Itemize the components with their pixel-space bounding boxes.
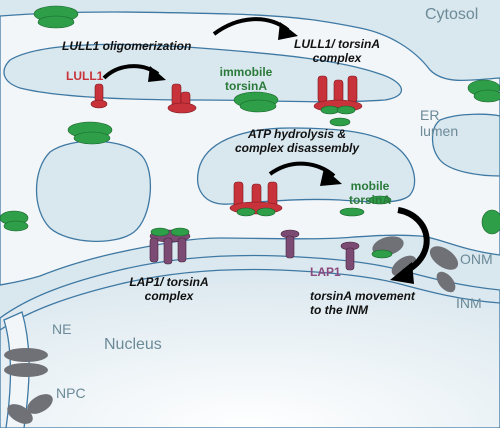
lull1-monomer — [90, 83, 108, 109]
arrow-disassembly — [268, 161, 342, 186]
mobile-torsina — [339, 195, 393, 259]
cytosol-island-top — [3, 43, 403, 103]
lull1-oligomer — [167, 83, 197, 114]
arrow-complex-formation — [212, 17, 298, 40]
er-lumen-label-line2: lumen — [420, 123, 459, 139]
torsina-movement-label-line1: torsinA movement — [310, 289, 415, 303]
lap1-label: LAP1 — [310, 265, 341, 279]
torsina-clusters — [0, 5, 500, 235]
cytosol-island-left — [35, 140, 152, 242]
ne-label: NE — [52, 321, 72, 337]
inner-nuclear-membrane — [0, 268, 500, 331]
lap1-monomers — [280, 229, 360, 271]
lull1-label: LULL1 — [66, 69, 104, 83]
lull1-oligomerization-label: LULL1 oligomerization — [62, 39, 192, 53]
inm-label: INM — [456, 295, 482, 311]
arrow-oligomerization — [102, 64, 166, 82]
npc-complex-left — [4, 348, 53, 424]
onm-label: ONM — [460, 251, 493, 267]
torsina-movement-label-line2: to the INM — [310, 303, 368, 317]
immobile-torsina-label-line1: immobile — [219, 65, 273, 79]
cytosol-island-right — [431, 113, 500, 177]
atp-hydrolysis-label-line2: complex disassembly — [234, 141, 360, 155]
lap1-torsina-complex — [149, 227, 191, 265]
atp-hydrolysis-label-line1: ATP hydrolysis & — [247, 127, 347, 141]
lull1-torsina-complex-middle — [229, 181, 283, 217]
cytosol-label: Cytosol — [425, 6, 479, 23]
lull1-torsina-complex-label-line2: complex — [312, 51, 362, 65]
lull1-torsina-complex-top — [313, 75, 363, 115]
immobile-torsina-label-line2: torsinA — [225, 79, 267, 93]
mobile-torsina-label-line1: mobile — [350, 179, 390, 193]
lap1-torsina-complex-label-line2: complex — [144, 289, 194, 303]
mobile-torsina-label-line2: torsinA — [349, 193, 391, 207]
lull1-torsina-complex-label-line1: LULL1/ torsinA — [294, 37, 380, 51]
arrow-movement-to-inm — [390, 207, 430, 284]
npc-label: NPC — [56, 385, 86, 401]
nucleus-label: Nucleus — [104, 336, 162, 353]
cytosol-island-middle — [197, 127, 416, 205]
er-lumen-label-line1: ER — [420, 107, 440, 123]
lap1-torsina-complex-label-line1: LAP1/ torsinA — [129, 275, 209, 289]
